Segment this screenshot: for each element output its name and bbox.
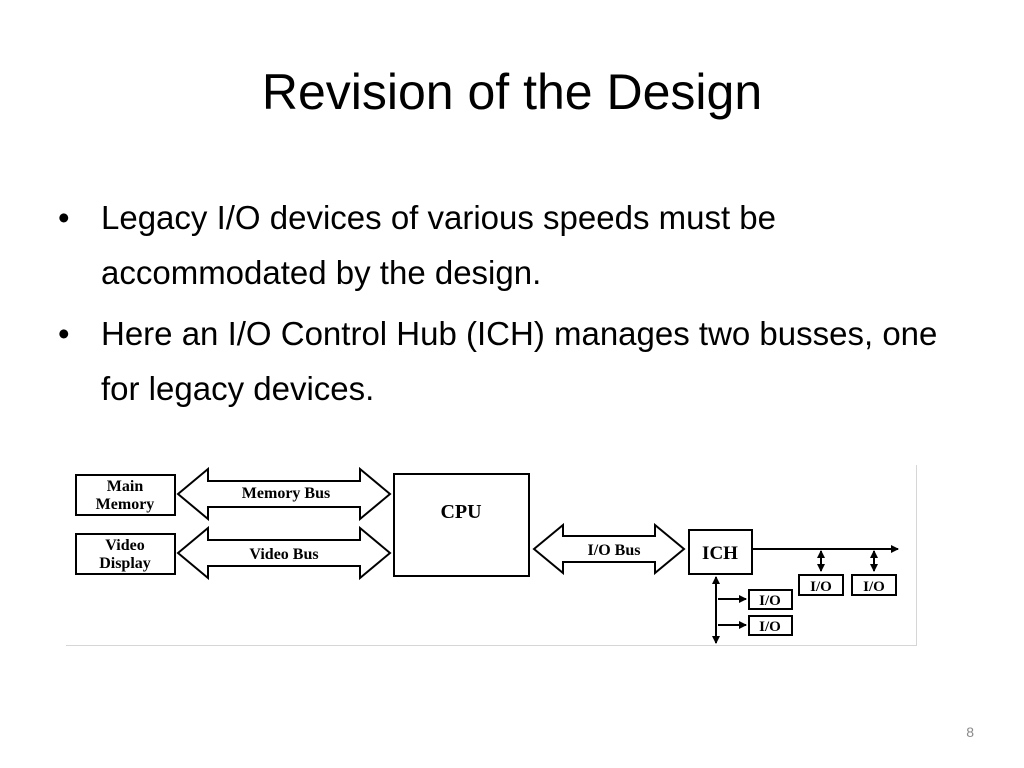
- video-display-box: Video Display: [75, 533, 176, 575]
- bullet-icon: •: [58, 199, 70, 236]
- bus-architecture-diagram: Main Memory Video Display Memory Bus Vid…: [66, 465, 917, 646]
- diagram-canvas: Main Memory Video Display Memory Bus Vid…: [75, 466, 899, 644]
- io-device-box: I/O: [851, 574, 897, 596]
- io-device-label: I/O: [863, 579, 885, 595]
- video-bus-arrow: Video Bus: [176, 525, 392, 581]
- io-device-label: I/O: [759, 593, 781, 609]
- main-memory-box: Main Memory: [75, 474, 176, 516]
- io-device-box: I/O: [798, 574, 844, 596]
- page-number: 8: [966, 724, 974, 740]
- bullet-text: Legacy I/O devices of various speeds mus…: [101, 199, 777, 291]
- cpu-box: CPU: [393, 473, 530, 577]
- ich-vertical-bus: [712, 576, 747, 644]
- memory-bus-arrow: Memory Bus: [176, 466, 392, 522]
- bullet-icon: •: [58, 315, 70, 352]
- video-bus-label: Video Bus: [249, 546, 318, 563]
- cpu-label: CPU: [440, 501, 481, 523]
- bullet-item: • Here an I/O Control Hub (ICH) manages …: [58, 306, 938, 416]
- io-device-label: I/O: [810, 579, 832, 595]
- video-display-label-line2: Display: [99, 555, 151, 572]
- memory-bus-label: Memory Bus: [242, 485, 330, 502]
- main-memory-label-line2: Memory: [96, 496, 155, 513]
- bullet-item: • Legacy I/O devices of various speeds m…: [58, 190, 938, 300]
- slide-title: Revision of the Design: [261, 64, 763, 120]
- ich-label: ICH: [702, 543, 738, 564]
- io-bus-label: I/O Bus: [588, 542, 641, 559]
- io-device-label: I/O: [759, 619, 781, 635]
- io-device-box: I/O: [748, 615, 793, 636]
- io-bus-arrow: I/O Bus: [532, 522, 686, 576]
- io-device-box: I/O: [748, 589, 793, 610]
- video-display-label-line1: Video: [105, 537, 144, 554]
- ich-horizontal-bus: [752, 545, 899, 572]
- ich-box: ICH: [688, 529, 753, 575]
- bullet-list: • Legacy I/O devices of various speeds m…: [58, 190, 938, 422]
- bullet-text: Here an I/O Control Hub (ICH) manages tw…: [101, 315, 938, 407]
- main-memory-label-line1: Main: [107, 478, 144, 495]
